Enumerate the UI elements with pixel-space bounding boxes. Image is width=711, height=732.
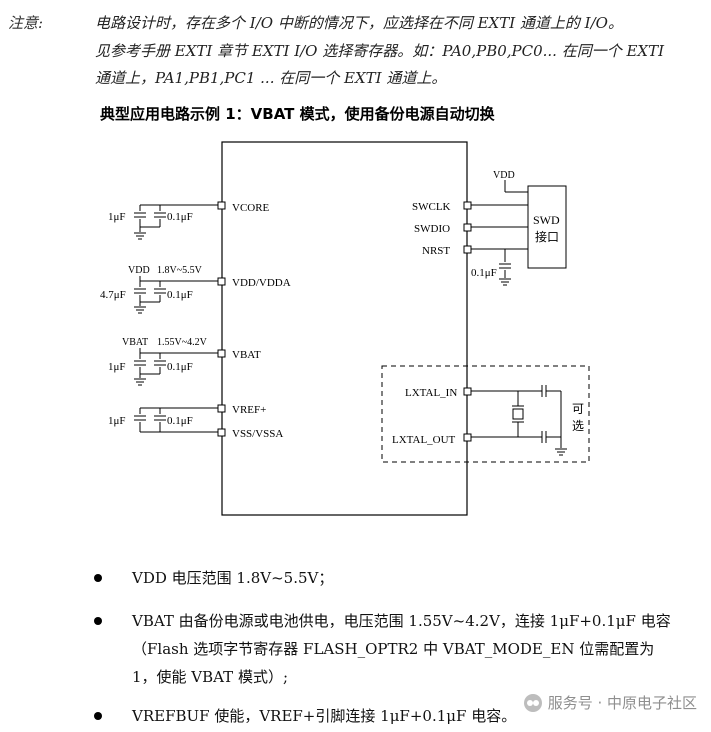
optional-label-2: 选 bbox=[572, 419, 584, 433]
pin-swdio: SWDIO bbox=[414, 223, 472, 235]
bullet-dot bbox=[94, 574, 102, 582]
note-line-2: 见参考手册 EXTI 章节 EXTI I/O 选择寄存器。如：PA0,PB0,P… bbox=[95, 42, 665, 60]
swd-vdd-label: VDD bbox=[493, 170, 515, 181]
bullet-text-vbat-cont-2: 1，使能 VBAT 模式）; bbox=[132, 668, 289, 686]
circuit-diagram: VCORE VDD/VDDA VBAT VREF+ VSS/VSSA 1μF 0… bbox=[100, 141, 590, 516]
bullet-dot bbox=[94, 712, 102, 720]
vbat-cap2-label: 0.1μF bbox=[167, 361, 193, 373]
pin-vdd-label: VDD/VDDA bbox=[232, 277, 291, 289]
watermark: 服务号 · 中原电子社区 bbox=[523, 692, 697, 713]
pin-vbat-label: VBAT bbox=[232, 349, 261, 361]
swd-connector bbox=[471, 180, 567, 278]
vref-decoupling bbox=[134, 407, 218, 433]
note-line-1: 电路设计时，存在多个 I/O 中断的情况下，应选择在不同 EXTI 通道上的 I… bbox=[95, 14, 623, 32]
vcore-cap1-label: 1μF bbox=[108, 211, 126, 223]
pin-lxtal-out: LXTAL_OUT bbox=[392, 433, 472, 446]
vdd-decoupling bbox=[134, 276, 218, 306]
pin-vcore: VCORE bbox=[217, 201, 270, 214]
optional-crystal-region bbox=[381, 365, 590, 463]
note-line-3: 通道上，PA1,PB1,PC1 ... 在同一个 EXTI 通道上。 bbox=[95, 69, 447, 87]
swd-box-line1: SWD bbox=[533, 213, 560, 227]
vcore-decoupling bbox=[134, 204, 218, 232]
vref-cap2-label: 0.1μF bbox=[167, 415, 193, 427]
example-title: 典型应用电路示例 1：VBAT 模式，使用备份电源自动切换 bbox=[100, 105, 495, 123]
vref-cap1-label: 1μF bbox=[108, 415, 126, 427]
pin-nrst: NRST bbox=[422, 245, 472, 257]
pin-nrst-label: NRST bbox=[422, 245, 450, 257]
vdd-range-label: 1.8V~5.5V bbox=[157, 265, 203, 276]
wechat-icon bbox=[523, 693, 542, 712]
pin-lxtal-in-label: LXTAL_IN bbox=[405, 387, 457, 399]
vdd-cap2-label: 0.1μF bbox=[167, 289, 193, 301]
vdd-cap1-label: 4.7μF bbox=[100, 289, 126, 301]
mcu-chip-body bbox=[221, 141, 468, 516]
optional-label-1: 可 bbox=[572, 402, 584, 416]
bullet-dot bbox=[94, 617, 102, 625]
watermark-text: 服务号 · 中原电子社区 bbox=[547, 694, 697, 712]
vbat-cap1-label: 1μF bbox=[108, 361, 126, 373]
pin-vref: VREF+ bbox=[217, 404, 266, 416]
bullet-text-vdd: VDD 电压范围 1.8V~5.5V； bbox=[132, 569, 334, 587]
pin-lxtal-out-label: LXTAL_OUT bbox=[392, 434, 456, 446]
pin-vref-label: VREF+ bbox=[232, 404, 266, 416]
pin-swclk: SWCLK bbox=[412, 201, 472, 213]
crystal-network bbox=[471, 385, 562, 448]
pin-swdio-label: SWDIO bbox=[414, 223, 450, 235]
vbat-supply-label: VBAT bbox=[122, 337, 148, 348]
vcore-cap2-label: 0.1μF bbox=[167, 211, 193, 223]
swd-cap-label: 0.1μF bbox=[471, 267, 497, 279]
pin-vcore-label: VCORE bbox=[232, 202, 270, 214]
pin-vbat: VBAT bbox=[217, 349, 261, 361]
pin-vdd-vdda: VDD/VDDA bbox=[217, 277, 291, 289]
bullet-text-vrefbuf: VREFBUF 使能，VREF+引脚连接 1μF+0.1μF 电容。 bbox=[132, 707, 517, 725]
bullet-text-vbat: VBAT 由备份电源或电池供电，电压范围 1.55V~4.2V，连接 1μF+0… bbox=[132, 612, 671, 630]
vbat-range-label: 1.55V~4.2V bbox=[157, 337, 208, 348]
note-label: 注意: bbox=[8, 14, 44, 32]
vdd-supply-label: VDD bbox=[128, 265, 150, 276]
vbat-decoupling bbox=[134, 348, 218, 378]
bullet-text-vbat-cont-1: （Flash 选项字节寄存器 FLASH_OPTR2 中 VBAT_MODE_E… bbox=[132, 640, 655, 658]
pin-swclk-label: SWCLK bbox=[412, 201, 451, 213]
pin-vss-label: VSS/VSSA bbox=[232, 428, 283, 440]
pin-vss: VSS/VSSA bbox=[217, 428, 283, 440]
swd-box-line2: 接口 bbox=[535, 229, 559, 244]
pin-lxtal-in: LXTAL_IN bbox=[405, 387, 472, 399]
